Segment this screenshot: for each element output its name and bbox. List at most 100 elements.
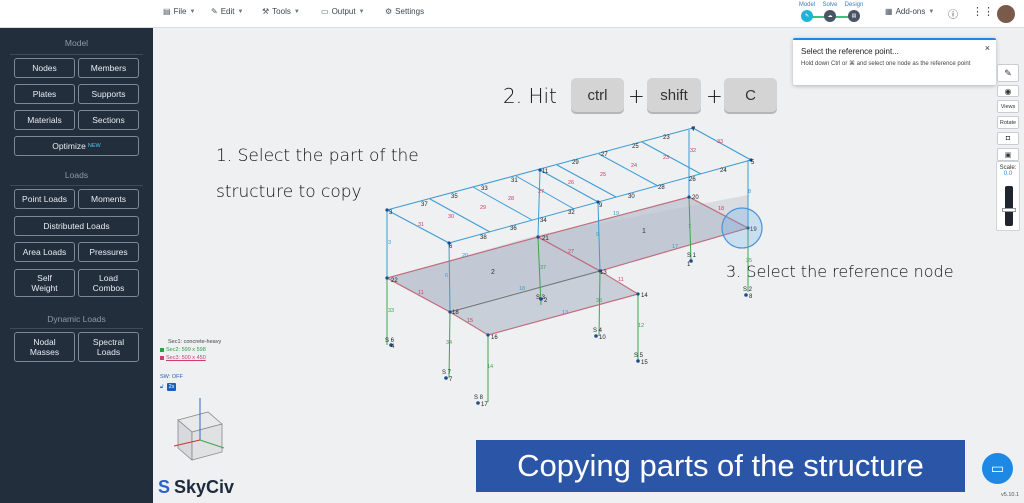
svg-text:32: 32 bbox=[568, 210, 575, 216]
svg-text:28: 28 bbox=[508, 196, 514, 202]
structure-drawing[interactable]: 7 5 1 23 25 27 29 11 31 33 35 37 3 4 6 9… bbox=[153, 28, 1024, 503]
chevron-down-icon: ▼ bbox=[928, 8, 935, 15]
menu-file[interactable]: ▤File▼ bbox=[163, 7, 196, 16]
legend-swatch bbox=[160, 356, 164, 360]
svg-text:30: 30 bbox=[628, 194, 635, 200]
menu-addons[interactable]: ▦Add-ons▼ bbox=[885, 7, 935, 16]
svg-text:6: 6 bbox=[445, 273, 448, 279]
scale-thumb[interactable] bbox=[1002, 208, 1016, 212]
distributed-loads-button[interactable]: Distributed Loads bbox=[14, 216, 139, 236]
rotate-button[interactable]: Rotate bbox=[997, 116, 1019, 129]
svg-text:36: 36 bbox=[510, 226, 517, 232]
step1-text-line2: structure to copy bbox=[216, 182, 362, 202]
svg-text:17: 17 bbox=[672, 244, 678, 250]
step2-text: 2. Hit bbox=[503, 84, 557, 108]
svg-text:S 5: S 5 bbox=[634, 353, 644, 359]
svg-text:1: 1 bbox=[687, 262, 691, 268]
menu-output[interactable]: ▭Output▼ bbox=[321, 7, 365, 16]
eye-icon[interactable]: ◉ bbox=[997, 85, 1019, 97]
pencil-icon[interactable]: ✎ bbox=[997, 64, 1019, 82]
svg-text:34: 34 bbox=[540, 218, 547, 224]
svg-text:18: 18 bbox=[718, 206, 724, 212]
moments-button[interactable]: Moments bbox=[78, 189, 139, 209]
floor-members[interactable] bbox=[386, 196, 749, 336]
svg-text:27: 27 bbox=[601, 152, 608, 158]
key-shift: shift bbox=[647, 78, 701, 112]
pressures-button[interactable]: Pressures bbox=[78, 242, 139, 262]
stage-model[interactable]: Model✎ bbox=[787, 2, 827, 22]
svg-text:S 3: S 3 bbox=[536, 295, 546, 301]
help-icon[interactable]: ⓘ bbox=[948, 10, 958, 21]
stage-solve[interactable]: Solve☁ bbox=[810, 2, 850, 22]
plates-button[interactable]: Plates bbox=[14, 84, 75, 104]
camera-icon[interactable]: ◘ bbox=[997, 132, 1019, 145]
svg-text:11: 11 bbox=[618, 277, 624, 283]
close-icon[interactable]: × bbox=[984, 43, 990, 53]
members-button[interactable]: Members bbox=[78, 58, 139, 78]
svg-text:26: 26 bbox=[568, 180, 574, 186]
notification-popup: Select the reference point... Hold down … bbox=[793, 38, 996, 85]
key-c: C bbox=[724, 78, 777, 112]
section-title-loads: Loads bbox=[64, 170, 89, 180]
views-button[interactable]: Views bbox=[997, 100, 1019, 113]
point-loads-button[interactable]: Point Loads bbox=[14, 189, 75, 209]
self-weight-status[interactable]: SW: OFF bbox=[160, 374, 183, 380]
svg-text:24: 24 bbox=[720, 168, 727, 174]
svg-text:28: 28 bbox=[658, 185, 665, 191]
svg-text:12: 12 bbox=[638, 323, 644, 329]
svg-text:18: 18 bbox=[452, 310, 459, 316]
chat-icon[interactable]: ▭ bbox=[982, 453, 1013, 484]
svg-text:14: 14 bbox=[487, 364, 493, 370]
svg-text:8: 8 bbox=[748, 189, 751, 195]
avatar[interactable] bbox=[997, 5, 1015, 23]
stage-design[interactable]: Design▤ bbox=[834, 2, 874, 22]
menu-tools[interactable]: ⚒Tools▼ bbox=[262, 7, 300, 16]
svg-text:10: 10 bbox=[599, 335, 606, 341]
svg-text:36: 36 bbox=[596, 298, 602, 304]
svg-text:37: 37 bbox=[540, 265, 546, 271]
menu-edit[interactable]: ✎Edit▼ bbox=[211, 7, 244, 16]
area-loads-button[interactable]: Area Loads bbox=[14, 242, 75, 262]
nodes-button[interactable]: Nodes bbox=[14, 58, 75, 78]
section-title-model: Model bbox=[64, 38, 89, 48]
scale-label: Scale: bbox=[999, 165, 1017, 171]
section-legend: Sec1: concrete-heavy Sec2: 599 x 598 Sec… bbox=[160, 338, 221, 391]
materials-button[interactable]: Materials bbox=[14, 110, 75, 130]
supports-button[interactable]: Supports bbox=[78, 84, 139, 104]
svg-text:30: 30 bbox=[448, 214, 454, 220]
svg-text:8: 8 bbox=[749, 294, 753, 300]
monitor-icon: ▭ bbox=[321, 7, 329, 16]
svg-text:33: 33 bbox=[717, 139, 723, 145]
plate-labels: 1 2 bbox=[491, 228, 646, 276]
svg-text:13: 13 bbox=[600, 270, 607, 276]
svg-text:25: 25 bbox=[632, 144, 639, 150]
sections-button[interactable]: Sections bbox=[78, 110, 139, 130]
file-icon: ▤ bbox=[163, 7, 171, 16]
columns[interactable] bbox=[386, 196, 749, 402]
scale-slider[interactable]: Scale: 0.0 bbox=[996, 161, 1020, 231]
model-nodes[interactable] bbox=[385, 126, 753, 405]
reference-node-highlight[interactable] bbox=[721, 207, 763, 249]
svg-text:17: 17 bbox=[481, 402, 488, 408]
svg-text:13: 13 bbox=[562, 310, 568, 316]
step1-text-line1: 1. Select the part of the bbox=[216, 146, 419, 166]
svg-text:4: 4 bbox=[391, 344, 395, 350]
cube-icon[interactable]: ▣ bbox=[997, 148, 1019, 161]
model-canvas[interactable]: 7 5 1 23 25 27 29 11 31 33 35 37 3 4 6 9… bbox=[153, 28, 1024, 503]
menu-settings[interactable]: ⚙Settings bbox=[385, 7, 425, 16]
lock-icon[interactable]: 🔓︎ bbox=[160, 384, 164, 390]
display-badge[interactable]: 2x bbox=[166, 383, 177, 391]
svg-text:2: 2 bbox=[544, 298, 548, 304]
svg-text:S 4: S 4 bbox=[593, 328, 603, 334]
apps-icon[interactable]: ⋮⋮ bbox=[972, 6, 994, 18]
svg-text:24: 24 bbox=[631, 163, 637, 169]
svg-text:11: 11 bbox=[542, 169, 549, 175]
svg-text:7: 7 bbox=[449, 377, 453, 383]
scale-track[interactable] bbox=[1005, 186, 1013, 226]
member-labels-blue: 3 6 9 8 20 19 17 18 13 bbox=[388, 189, 751, 316]
